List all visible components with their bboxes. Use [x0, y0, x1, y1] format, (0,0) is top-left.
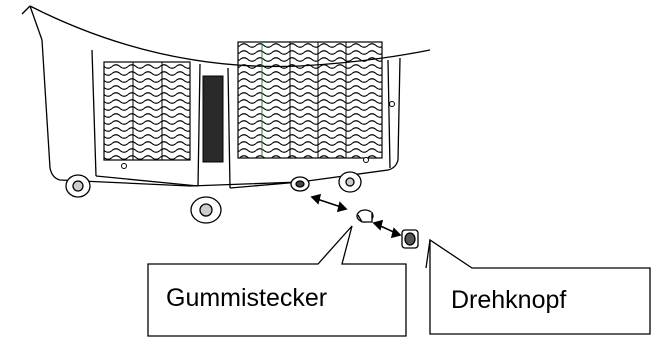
- callout-label-drehknopf: Drehknopf: [451, 286, 567, 314]
- drain-outlet: [290, 176, 310, 192]
- housing-screws: [121, 101, 395, 169]
- unit-housing: [41, 39, 401, 189]
- callout-gummistecker-box: [147, 225, 407, 337]
- rotary-knob: [401, 229, 419, 249]
- callout-drehknopf-box: [425, 238, 651, 335]
- handle-panel: [202, 75, 224, 163]
- vent-grille-left: [103, 61, 191, 161]
- callout-label-gummistecker: Gummistecker: [166, 284, 328, 312]
- rubber-plug: [356, 209, 374, 223]
- vent-grille-right: [237, 41, 383, 159]
- caster-wheels: [65, 171, 362, 224]
- assembly-arrows: [310, 193, 402, 239]
